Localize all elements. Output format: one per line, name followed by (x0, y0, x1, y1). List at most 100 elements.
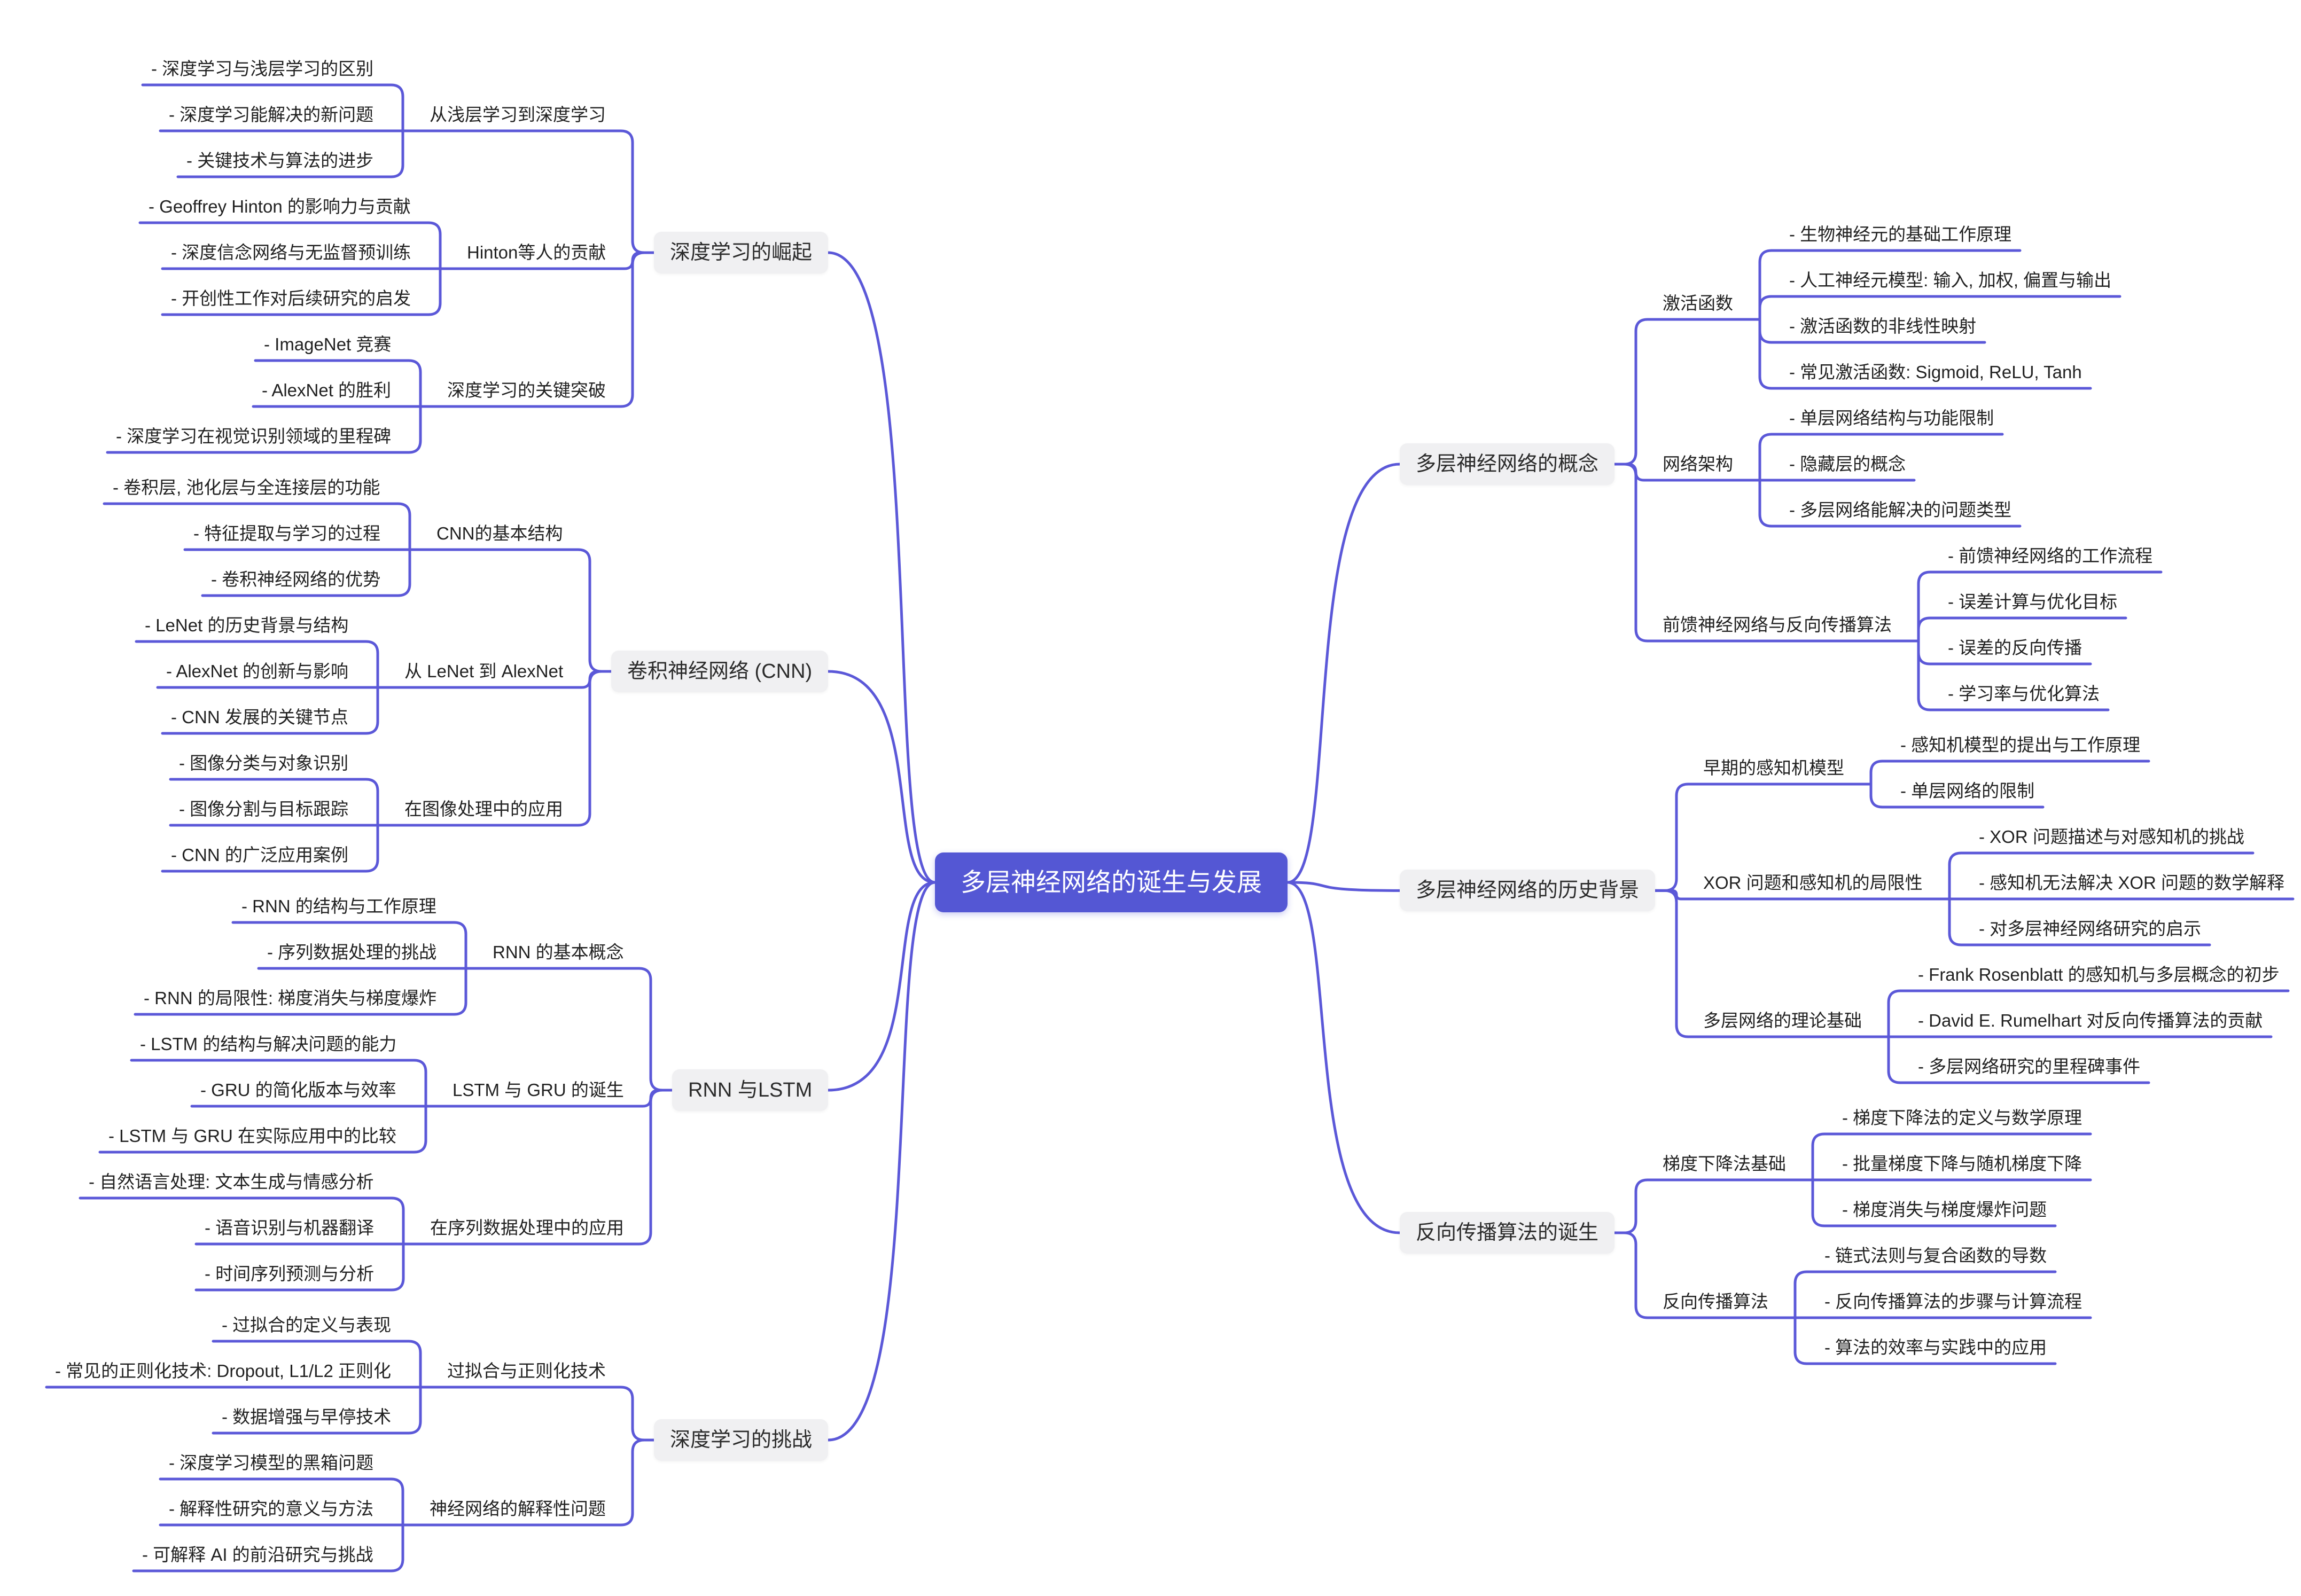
leaf-node[interactable]: - 误差计算与优化目标 (1948, 592, 2118, 612)
group-node[interactable]: 从浅层学习到深度学习 (430, 105, 606, 124)
leaf-node[interactable]: - 深度学习模型的黑箱问题 (169, 1453, 374, 1473)
leaf-node[interactable]: - 激活函数的非线性映射 (1789, 316, 1977, 336)
leaf-node[interactable]: - 卷积层, 池化层与全连接层的功能 (113, 478, 380, 497)
leaf-node[interactable]: - 常见激活函数: Sigmoid, ReLU, Tanh (1789, 362, 2082, 382)
connector (231, 921, 467, 970)
group-node[interactable]: 在序列数据处理中的应用 (430, 1218, 624, 1238)
branch-node[interactable]: RNN 与LSTM (672, 1069, 829, 1111)
connector (134, 967, 467, 1016)
connector (402, 1089, 674, 1246)
leaf-node[interactable]: - 单层网络的限制 (1900, 781, 2035, 801)
connector (1948, 897, 2211, 946)
leaf-node[interactable]: - 数据增强与早停技术 (222, 1407, 392, 1427)
leaf-node[interactable]: - 学习率与优化算法 (1948, 684, 2100, 703)
group-node[interactable]: CNN的基本结构 (436, 523, 563, 543)
leaf-node[interactable]: - 深度学习在视觉识别领域的里程碑 (116, 426, 392, 446)
leaf-node[interactable]: - CNN 发展的关键节点 (171, 707, 348, 727)
leaf-node[interactable]: - 图像分割与目标跟踪 (179, 799, 349, 819)
leaf-node[interactable]: - 感知机无法解决 XOR 问题的数学解释 (1979, 873, 2285, 893)
leaf-node[interactable]: - 前馈神经网络的工作流程 (1948, 546, 2153, 566)
leaf-node[interactable]: - LSTM 与 GRU 在实际应用中的比较 (108, 1126, 397, 1146)
leaf-node[interactable]: - 算法的效率与实践中的应用 (1824, 1337, 2047, 1357)
group-node[interactable]: 神经网络的解释性问题 (430, 1499, 606, 1519)
branch-node[interactable]: 深度学习的挑战 (654, 1419, 829, 1461)
leaf-node[interactable]: - 序列数据处理的挑战 (267, 942, 437, 962)
leaf-node[interactable]: - 多层网络能解决的问题类型 (1789, 500, 2012, 520)
leaf-node[interactable]: - 图像分类与对象识别 (179, 753, 349, 773)
leaf-node[interactable]: - 多层网络研究的里程碑事件 (1918, 1057, 2141, 1076)
leaf-node[interactable]: - 开创性工作对后续研究的启发 (171, 288, 411, 308)
leaf-node[interactable]: - 隐藏层的概念 (1789, 454, 1906, 474)
connector (130, 1059, 427, 1108)
leaf-node[interactable]: - RNN 的结构与工作原理 (241, 896, 436, 916)
leaf-node[interactable]: - 深度信念网络与无监督预训练 (171, 242, 411, 262)
leaf-node[interactable]: - 人工神经元模型: 输入, 加权, 偏置与输出 (1789, 270, 2112, 290)
leaf-node[interactable]: - 特征提取与学习的过程 (193, 523, 381, 543)
leaf-node[interactable]: - 感知机模型的提出与工作原理 (1900, 735, 2141, 755)
leaf-node[interactable]: - 时间序列预测与分析 (205, 1264, 375, 1284)
leaf-node[interactable]: - 误差的反向传播 (1948, 638, 2082, 658)
leaf-node[interactable]: - 对多层神经网络研究的启示 (1979, 919, 2202, 938)
leaf-node[interactable]: - 语音识别与机器翻译 (205, 1218, 375, 1238)
group-node[interactable]: 反向传播算法 (1663, 1292, 1768, 1311)
leaf-node[interactable]: - 过拟合的定义与表现 (222, 1315, 392, 1335)
leaf-node[interactable]: - 关键技术与算法的进步 (186, 151, 374, 170)
leaf-node[interactable]: - ImageNet 竞赛 (264, 334, 392, 354)
leaf-node[interactable]: - 链式法则与复合函数的导数 (1824, 1246, 2047, 1265)
leaf-node[interactable]: - Geoffrey Hinton 的影响力与贡献 (149, 197, 411, 216)
connector (401, 1438, 656, 1527)
leaf-node[interactable]: - 深度学习能解决的新问题 (169, 105, 374, 124)
leaf-node[interactable]: - 反向传播算法的步骤与计算流程 (1824, 1292, 2082, 1311)
leaf-node[interactable]: - 梯度下降法的定义与数学原理 (1842, 1108, 2082, 1128)
group-node[interactable]: 多层网络的理论基础 (1703, 1011, 1862, 1030)
group-node[interactable]: 激活函数 (1663, 293, 1733, 313)
leaf-node[interactable]: - 解释性研究的意义与方法 (169, 1499, 374, 1519)
group-node[interactable]: 早期的感知机模型 (1703, 758, 1844, 778)
leaf-node[interactable]: - CNN 的广泛应用案例 (171, 845, 348, 865)
group-node[interactable]: Hinton等人的贡献 (467, 242, 606, 262)
leaf-node[interactable]: - XOR 问题描述与对感知机的挑战 (1979, 827, 2244, 847)
group-node[interactable]: 过拟合与正则化技术 (447, 1361, 606, 1381)
leaf-node[interactable]: - Frank Rosenblatt 的感知机与多层概念的初步 (1918, 965, 2280, 984)
leaf-node[interactable]: - AlexNet 的创新与影响 (166, 661, 349, 681)
connector (1793, 1316, 2057, 1365)
connector (464, 967, 674, 1092)
leaf-node[interactable]: - David E. Rumelhart 对反向传播算法的贡献 (1918, 1011, 2263, 1030)
connector (161, 824, 379, 873)
leaf-node[interactable]: - 批量梯度下降与随机梯度下降 (1842, 1154, 2082, 1173)
root-node[interactable]: 多层神经网络的诞生与发展 (935, 852, 1288, 912)
connector (1758, 433, 2004, 482)
connector (194, 1242, 405, 1292)
group-node[interactable]: 在图像处理中的应用 (404, 799, 563, 819)
leaf-node[interactable]: - LSTM 的结构与解决问题的能力 (140, 1034, 397, 1054)
branch-node[interactable]: 多层神经网络的历史背景 (1400, 870, 1656, 912)
connector (408, 548, 613, 673)
group-node[interactable]: LSTM 与 GRU 的诞生 (453, 1080, 624, 1100)
connector (106, 405, 422, 454)
group-node[interactable]: 网络架构 (1663, 454, 1733, 474)
branch-node[interactable]: 反向传播算法的诞生 (1400, 1212, 1615, 1254)
group-node[interactable]: 从 LeNet 到 AlexNet (404, 661, 564, 681)
leaf-node[interactable]: - AlexNet 的胜利 (262, 380, 392, 400)
branch-node[interactable]: 卷积神经网络 (CNN) (611, 651, 829, 692)
leaf-node[interactable]: - 常见的正则化技术: Dropout, L1/L2 正则化 (55, 1361, 391, 1381)
leaf-node[interactable]: - GRU 的简化版本与效率 (200, 1080, 396, 1100)
branch-node[interactable]: 多层神经网络的概念 (1400, 443, 1615, 485)
group-node[interactable]: 梯度下降法基础 (1663, 1154, 1786, 1173)
connector (1869, 783, 2045, 809)
leaf-node[interactable]: - 单层网络结构与功能限制 (1789, 408, 1994, 428)
leaf-node[interactable]: - 生物神经元的基础工作原理 (1789, 224, 2012, 244)
leaf-node[interactable]: - 自然语言处理: 文本生成与情感分析 (89, 1172, 374, 1192)
group-node[interactable]: 前馈神经网络与反向传播算法 (1663, 615, 1892, 635)
leaf-node[interactable]: - 卷积神经网络的优势 (211, 569, 381, 589)
group-node[interactable]: XOR 问题和感知机的局限性 (1703, 873, 1923, 893)
branch-node[interactable]: 深度学习的崛起 (654, 232, 829, 273)
leaf-node[interactable]: - LeNet 的历史背景与结构 (145, 615, 349, 635)
leaf-node[interactable]: - 梯度消失与梯度爆炸问题 (1842, 1200, 2047, 1219)
connector (1811, 1178, 2057, 1227)
group-node[interactable]: RNN 的基本概念 (493, 942, 624, 962)
leaf-node[interactable]: - 深度学习与浅层学习的区别 (151, 59, 374, 79)
leaf-node[interactable]: - RNN 的局限性: 梯度消失与梯度爆炸 (144, 988, 437, 1008)
group-node[interactable]: 深度学习的关键突破 (447, 380, 606, 400)
leaf-node[interactable]: - 可解释 AI 的前沿研究与挑战 (142, 1545, 373, 1564)
